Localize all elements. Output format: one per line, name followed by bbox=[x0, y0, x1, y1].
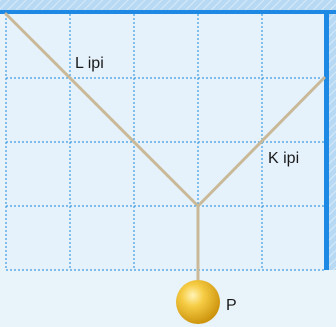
ropes bbox=[4, 12, 326, 286]
rope-l-label: L ipi bbox=[75, 55, 104, 72]
ball-label: P bbox=[226, 297, 237, 314]
ball-p bbox=[176, 280, 220, 324]
rope-l bbox=[4, 12, 200, 208]
wall-line bbox=[324, 14, 329, 270]
rope-k bbox=[196, 76, 326, 208]
ceiling-line bbox=[0, 10, 336, 14]
rope-k-label: K ipi bbox=[268, 150, 299, 167]
ceiling-hatch bbox=[0, 0, 336, 10]
wall-hatch bbox=[329, 14, 336, 270]
